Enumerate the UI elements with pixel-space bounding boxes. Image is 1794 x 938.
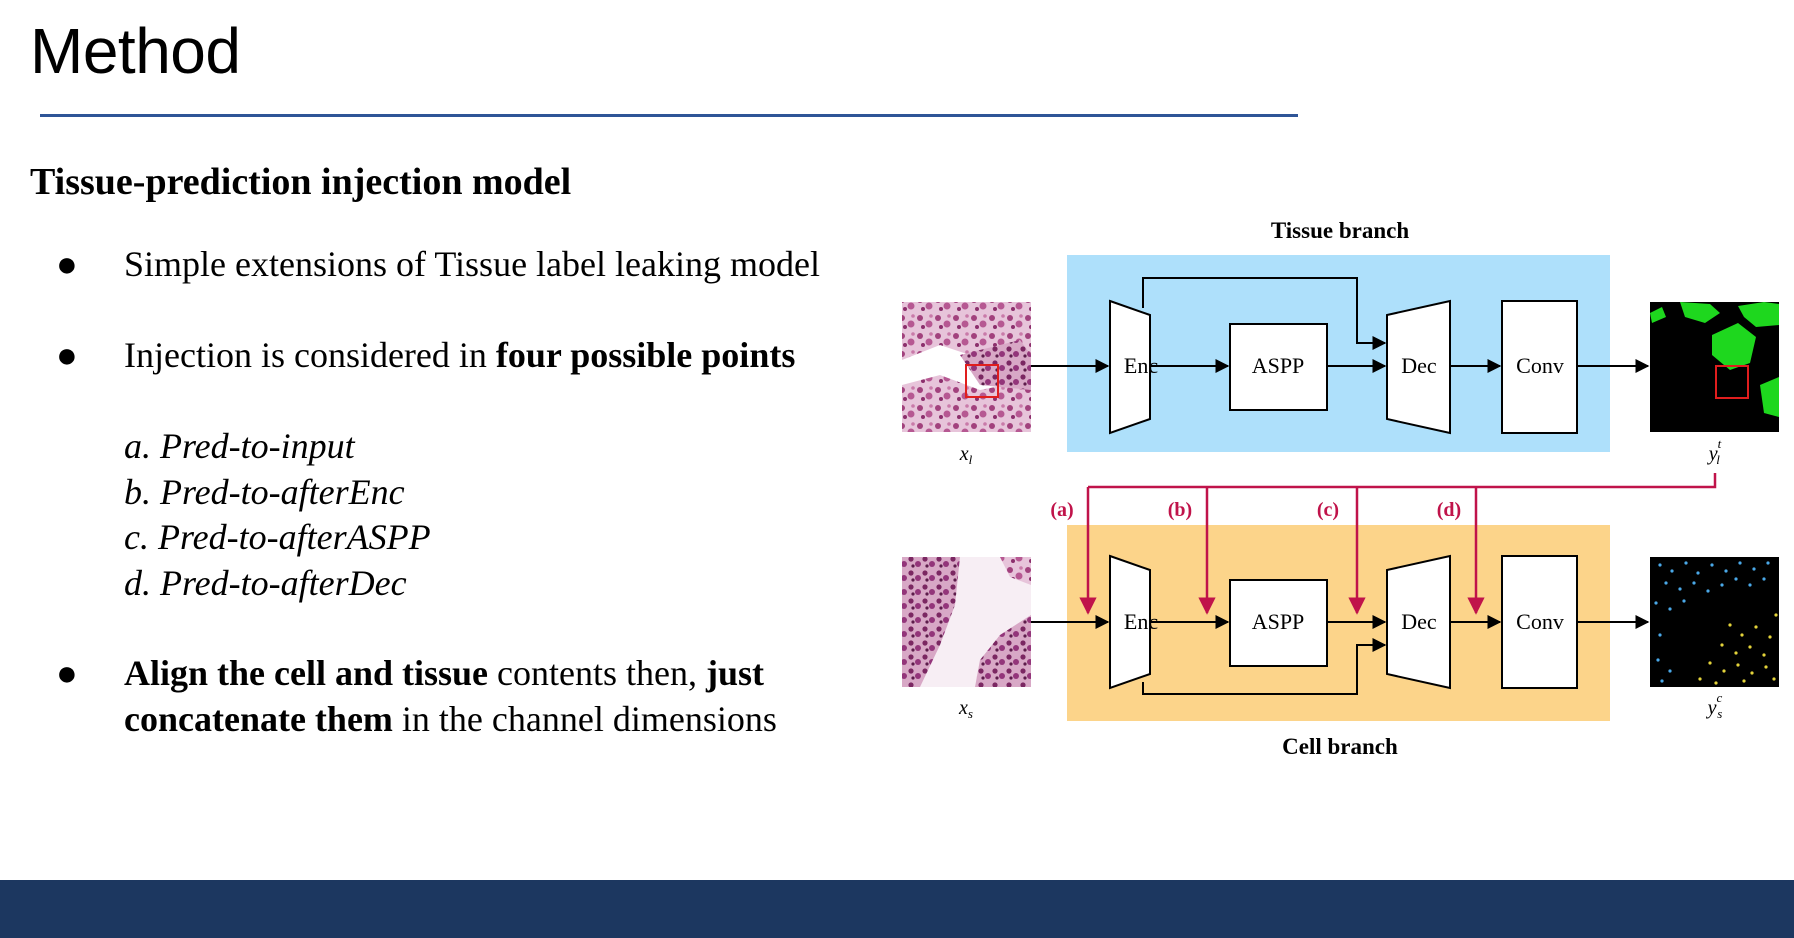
cell-encoder-block [1109,554,1151,690]
injection-label-a: (a) [1050,499,1073,521]
sub-item-a: a. Pred-to-input [124,426,355,466]
title-rule [40,114,1298,117]
tissue-decoder-label: Dec [1401,353,1437,378]
bullet-text-bold: just [705,653,764,693]
bullet-text-line-1: Align the cell and tissue contents then,… [124,652,764,695]
tissue-branch-arrows [1031,277,1650,373]
cell-input-label: xs [958,697,973,721]
cell-conv-label: Conv [1516,609,1564,634]
tissue-crop-box [965,364,999,398]
cell-aspp-block [1229,579,1328,667]
cell-branch-arrows [1031,615,1650,695]
bullet-text-tail: in the channel dimensions [392,699,777,739]
slide-title: Method [30,15,241,87]
sub-item-d: d. Pred-to-afterDec [124,563,407,603]
bullet-marker: ● [56,244,78,284]
tissue-encoder-block [1109,299,1151,435]
bullet-text-mid: contents then, [488,653,706,693]
cell-aspp-label: ASPP [1252,609,1305,634]
bullet-text-bold: Align the cell and tissue [124,653,489,693]
bullet-text-bold: four possible points [495,335,796,375]
sub-item-b: b. Pred-to-afterEnc [124,472,405,512]
bullet-marker: ● [56,335,78,375]
tissue-aspp-block [1229,323,1328,411]
bullet-text-line-2: concatenate them in the channel dimensio… [124,698,777,741]
injection-arrows [1079,473,1717,615]
injection-label-c: (c) [1317,499,1339,521]
tissue-branch-label: Tissue branch [1271,218,1409,243]
bullet-text-bold: concatenate them [124,699,393,739]
injection-label-d: (d) [1437,499,1461,521]
cell-conv-block [1501,555,1578,689]
injection-labels: (a) (b) (c) (d) [1050,499,1461,521]
sub-item-c: c. Pred-to-afterASPP [124,517,431,557]
cell-decoder-block [1386,554,1451,690]
bullet-text: Simple extensions of Tissue label leakin… [124,244,820,284]
bullet-marker: ● [56,653,78,693]
cell-input-image [902,557,1031,687]
footer-bar [0,880,1794,938]
injection-label-b: (b) [1168,499,1192,521]
tissue-conv-block [1501,300,1578,434]
bullet-text: Injection is considered in four possible… [124,334,795,377]
cell-decoder-label: Dec [1401,609,1437,634]
cell-branch-label: Cell branch [1282,734,1398,759]
tissue-decoder-block [1386,299,1451,435]
tissue-conv-label: Conv [1516,353,1564,378]
tissue-input-image [902,302,1031,432]
tissue-output-crop-box [1715,365,1749,399]
tissue-input-label: xl [959,443,973,467]
bullet-text-prefix: Injection is considered in [124,335,496,375]
tissue-aspp-label: ASPP [1252,353,1305,378]
section-heading: Tissue-prediction injection model [30,161,572,203]
tissue-output-mask [1650,302,1779,432]
cell-output-mask [1650,557,1779,687]
